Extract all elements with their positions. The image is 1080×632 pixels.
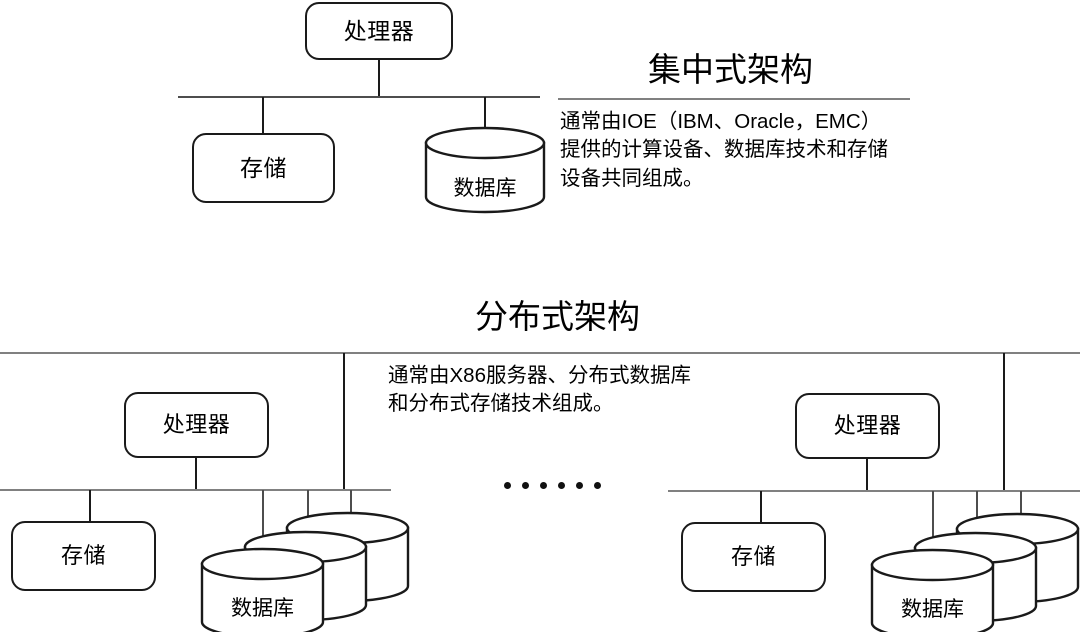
centralized-storage-connector bbox=[262, 97, 264, 134]
distributed-right-trunk-line bbox=[1003, 353, 1005, 490]
centralized-storage-box: 存储 bbox=[192, 133, 335, 203]
node-left-storage-connector bbox=[89, 490, 91, 521]
node-right-storage-label: 存储 bbox=[730, 544, 776, 569]
distributed-title-rule bbox=[0, 352, 1080, 354]
centralized-storage-label: 存储 bbox=[240, 154, 287, 181]
node-left-database-connector-3 bbox=[350, 490, 352, 518]
centralized-description: 通常由IOE（IBM、Oracle，EMC） 提供的计算设备、数据库技术和存储 … bbox=[560, 110, 888, 190]
node-right-processor-label: 处理器 bbox=[833, 413, 902, 438]
centralized-bus-line bbox=[178, 96, 540, 98]
node-right-processor-connector bbox=[866, 459, 868, 490]
centralized-processor-connector bbox=[378, 60, 380, 97]
distributed-left-trunk-line bbox=[343, 353, 345, 489]
ellipsis-dot bbox=[504, 482, 511, 489]
distributed-ellipsis bbox=[504, 482, 601, 489]
node-left-database-connector-1 bbox=[262, 490, 264, 553]
node-right-processor-box: 处理器 bbox=[795, 393, 940, 459]
node-left-storage-label: 存储 bbox=[60, 543, 106, 568]
node-left-database-connector-2 bbox=[307, 490, 309, 535]
centralized-database-connector bbox=[484, 97, 486, 130]
node-left-processor-connector bbox=[195, 458, 197, 490]
node-right-database-connector-3 bbox=[1020, 491, 1022, 519]
centralized-architecture-section: 处理器 存储 数据库 集中式架构 通常由IOE（IBM、Oracle，EMC） … bbox=[0, 0, 1080, 250]
ellipsis-dot bbox=[558, 482, 565, 489]
node-left-processor-label: 处理器 bbox=[162, 412, 231, 437]
ellipsis-dot bbox=[576, 482, 583, 489]
centralized-title-rule bbox=[558, 98, 910, 100]
node-right-storage-connector bbox=[760, 491, 762, 522]
distributed-description: 通常由X86服务器、分布式数据库 和分布式存储技术组成。 bbox=[388, 364, 691, 416]
centralized-title: 集中式架构 bbox=[648, 51, 813, 88]
distributed-node-left: 处理器 存储 bbox=[0, 0, 430, 632]
node-right-database-connector-2 bbox=[976, 491, 978, 536]
centralized-processor-box: 处理器 bbox=[305, 2, 453, 60]
ellipsis-dot bbox=[540, 482, 547, 489]
ellipsis-dot bbox=[594, 482, 601, 489]
node-left-processor-box: 处理器 bbox=[124, 392, 269, 458]
node-right-database-connector-1 bbox=[932, 491, 934, 554]
ellipsis-dot bbox=[522, 482, 529, 489]
node-right-database-cylinder-front: 数据库 bbox=[870, 548, 995, 632]
node-right-storage-box: 存储 bbox=[681, 522, 826, 592]
node-left-bus-line bbox=[0, 489, 391, 491]
centralized-processor-label: 处理器 bbox=[343, 17, 415, 44]
node-right-bus-line bbox=[668, 490, 1080, 492]
distributed-title: 分布式架构 bbox=[475, 298, 640, 335]
node-left-storage-box: 存储 bbox=[11, 521, 156, 591]
